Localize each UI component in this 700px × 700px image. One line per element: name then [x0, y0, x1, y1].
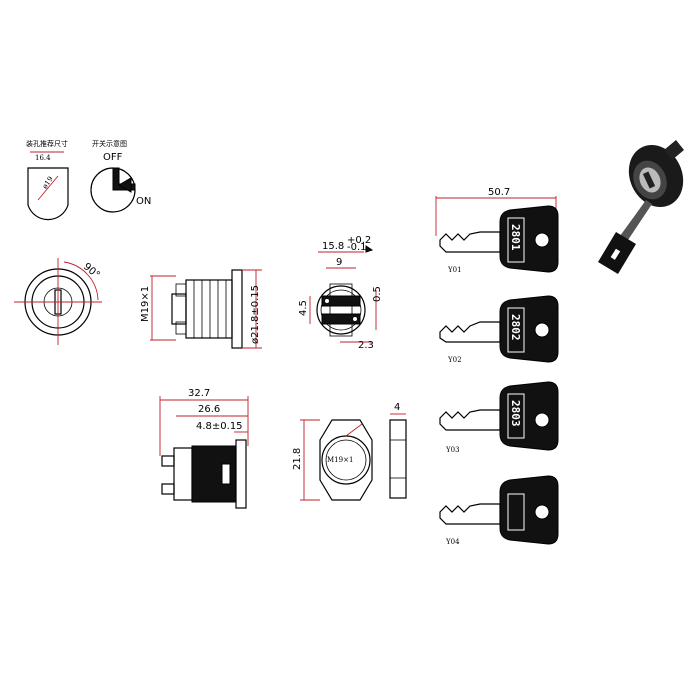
rear-tol-plus: +0.2: [347, 235, 371, 246]
bottom-flange: 4.8±0.15: [196, 421, 243, 432]
nut-thread: M19×1: [327, 456, 353, 464]
rotation-angle-dim: [63, 261, 99, 301]
rear-tol-minus: -0.1: [347, 242, 367, 253]
cutout-diameter-dim: [37, 175, 59, 201]
key-length: 50.7: [488, 187, 510, 198]
rotation-angle: 90°: [81, 261, 102, 281]
rear-bottom: 2.3: [358, 340, 374, 351]
rear-right: 0.5: [372, 286, 383, 302]
bottom-view: 32.7 26.6 4.8±0.15: [159, 388, 249, 509]
switch-off-label: OFF: [103, 152, 123, 163]
side-flange: [231, 269, 243, 349]
cutout-width: 16.4: [35, 154, 51, 162]
terminal-top: [321, 295, 361, 307]
key-y02: 2802 Y02: [439, 295, 559, 364]
key-label: Y01: [447, 266, 462, 274]
bottom-total: 32.7: [188, 388, 210, 399]
blank-code-plate: [507, 493, 525, 531]
rear-width-outer: 15.8: [322, 241, 344, 252]
key-y01: 2801 Y01: [439, 205, 559, 274]
bottom-body: 26.6: [198, 404, 220, 415]
side-view: M19×1 ø21.8±0.15: [140, 269, 262, 349]
cutout-view: 装孔推荐尺寸 16.4 ø19: [26, 139, 69, 221]
switch-arrow-icon: [118, 177, 132, 193]
terminal-bottom: [321, 313, 361, 325]
cutout-shape: [27, 167, 69, 221]
nut-view: M19×1 21.8: [292, 419, 373, 501]
switch-title: 开关示意图: [92, 139, 127, 148]
nut-side-view: 4: [389, 402, 407, 499]
keys-group: 50.7 2801 Y01 2802 Y02 2803 Y03: [435, 187, 559, 546]
key-code: 2802: [509, 314, 522, 341]
rear-width-inner: 9: [336, 257, 342, 268]
key-label: Y03: [445, 446, 460, 454]
switch-diagram: 开关示意图 OFF ON: [90, 139, 151, 213]
nut-thickness: 4: [394, 402, 400, 413]
switch-on-label: ON: [136, 196, 151, 207]
cutout-title: 装孔推荐尺寸: [26, 139, 68, 148]
key-label: Y02: [447, 356, 462, 364]
key-code: 2801: [509, 224, 522, 251]
rear-view: 15.8 +0.2 -0.1 9 4.5 0.5 2.3: [298, 235, 383, 351]
side-thread: M19×1: [140, 286, 151, 322]
nut-across: 21.8: [292, 448, 303, 470]
product-photo-icon: [598, 140, 684, 274]
bottom-flange-shape: [235, 439, 247, 509]
key-code: 2803: [509, 400, 522, 427]
key-label: Y04: [445, 538, 460, 546]
dimension-arrow-icon: [365, 245, 374, 253]
nut-hexagon: [319, 419, 373, 501]
key-y04: Y04: [439, 475, 559, 546]
rear-height: 4.5: [298, 300, 309, 316]
front-view: 90°: [14, 258, 102, 345]
nut-side-shape: [389, 419, 407, 499]
key-y03: 2803 Y03: [439, 381, 559, 454]
side-diameter: ø21.8±0.15: [250, 285, 261, 344]
